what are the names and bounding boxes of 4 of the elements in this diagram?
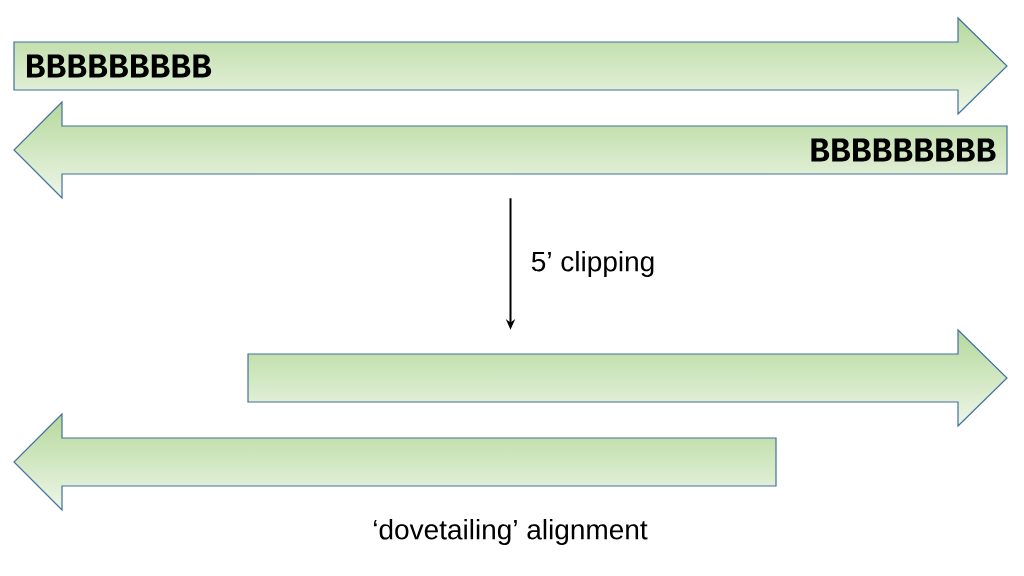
- caption: ‘dovetailing’ alignment: [374, 518, 648, 546]
- arrow-shape: [247, 328, 1008, 428]
- arrow-shape: [13, 412, 777, 512]
- edge-label: 5’ clipping: [531, 250, 654, 278]
